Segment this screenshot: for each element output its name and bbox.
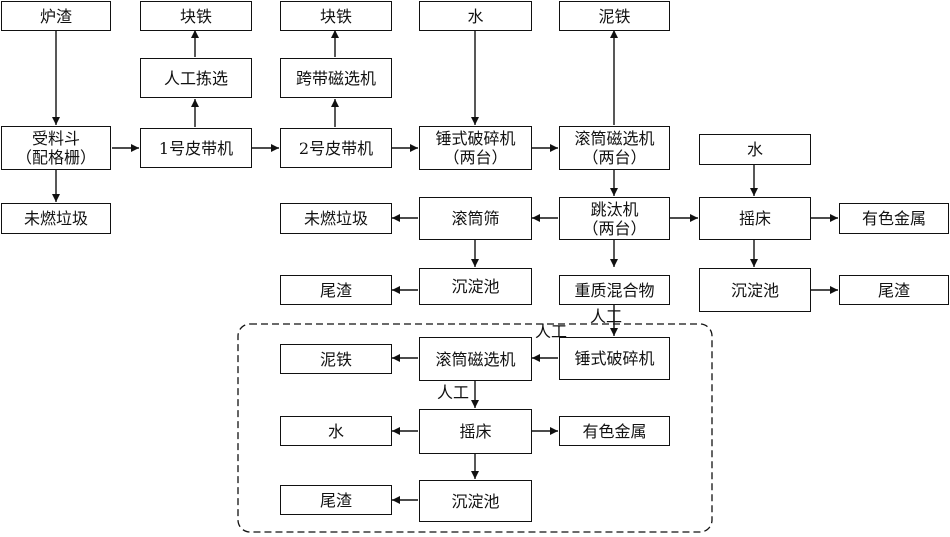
node-iron-block-2: 块铁 (280, 1, 392, 31)
node-belt-conveyor-1: 1号皮带机 (140, 128, 252, 168)
node-belt-conveyor-2: 2号皮带机 (280, 128, 392, 168)
node-water-right: 水 (699, 134, 811, 165)
node-tailings-3: 尾渣 (280, 485, 392, 515)
node-heavy-mixture: 重质混合物 (559, 275, 670, 305)
node-hammer-crusher-2: 锤式破碎机 (559, 337, 670, 380)
node-water-bottom: 水 (280, 416, 392, 446)
node-iron-block-1: 块铁 (140, 1, 252, 31)
node-hopper: 受料斗（配格栅） (1, 126, 111, 170)
node-unburnt-waste-left: 未燃垃圾 (1, 203, 111, 234)
node-unburnt-waste-mid: 未燃垃圾 (280, 203, 392, 234)
node-tailings-2: 尾渣 (839, 275, 949, 305)
node-water-top: 水 (419, 1, 532, 31)
node-drum-magnetic-separator-1: 滚筒磁选机（两台） (559, 126, 670, 170)
node-cross-belt-magnetic-separator: 跨带磁选机 (280, 58, 392, 98)
node-shaking-table-1: 摇床 (699, 197, 811, 240)
node-mud-iron-2: 泥铁 (280, 344, 392, 374)
node-hammer-crusher-1: 锤式破碎机（两台） (419, 126, 532, 170)
node-furnace-slag: 炉渣 (1, 1, 111, 31)
label-manual-2: 人工 (535, 322, 568, 341)
label-manual-1: 人工 (590, 307, 623, 326)
node-settling-tank-3: 沉淀池 (419, 480, 532, 522)
dashed-subprocess-boundary (237, 323, 713, 533)
node-nonferrous-metal-2: 有色金属 (559, 416, 670, 446)
node-settling-tank-1: 沉淀池 (419, 268, 532, 305)
node-drum-magnetic-separator-2: 滚筒磁选机 (419, 337, 532, 381)
node-tailings-1: 尾渣 (280, 275, 392, 305)
label-manual-3: 人工 (437, 383, 470, 402)
node-drum-screen: 滚筒筛 (419, 197, 532, 240)
node-jig: 跳汰机（两台） (559, 197, 670, 240)
node-mud-iron-top: 泥铁 (559, 1, 670, 31)
node-settling-tank-2: 沉淀池 (699, 268, 811, 312)
node-nonferrous-metal-1: 有色金属 (839, 203, 949, 234)
node-shaking-table-2: 摇床 (419, 409, 532, 454)
node-manual-picking: 人工拣选 (140, 58, 252, 98)
